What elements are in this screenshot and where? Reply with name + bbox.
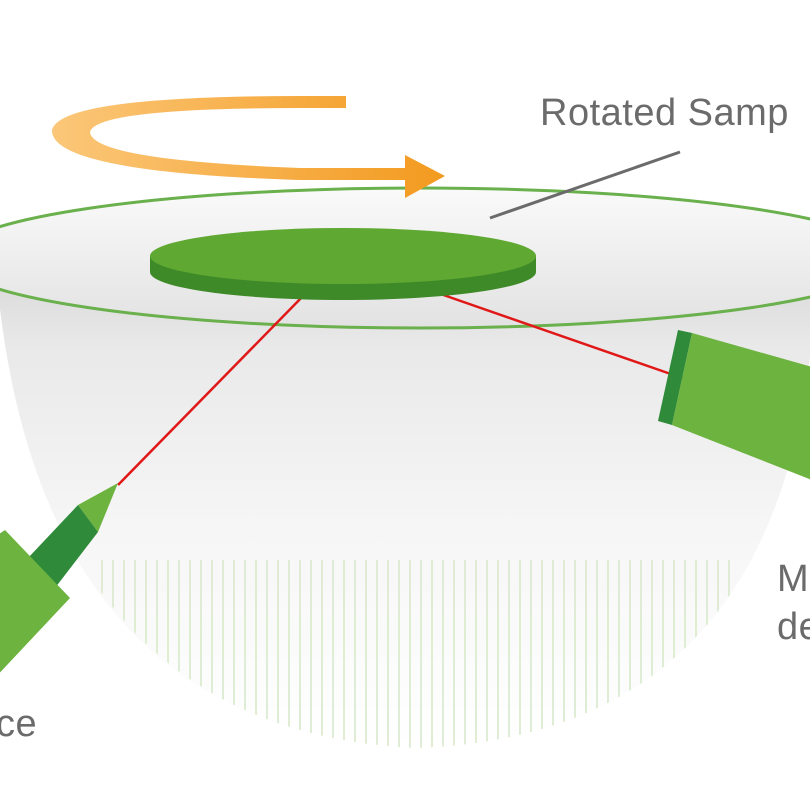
incident-beam <box>117 292 307 486</box>
source-instrument <box>0 483 118 673</box>
rotated-sample-label: Rotated Samp <box>540 92 789 134</box>
detector-instrument <box>658 330 810 480</box>
detector-label-line2: de <box>777 606 810 648</box>
sample-disc <box>150 228 536 300</box>
reflected-beam <box>431 289 689 382</box>
rotation-arrow-icon <box>51 96 445 198</box>
source-label: ce <box>0 703 38 745</box>
sample-pointer-line <box>489 150 681 220</box>
detector-label-line1: M <box>777 558 810 600</box>
